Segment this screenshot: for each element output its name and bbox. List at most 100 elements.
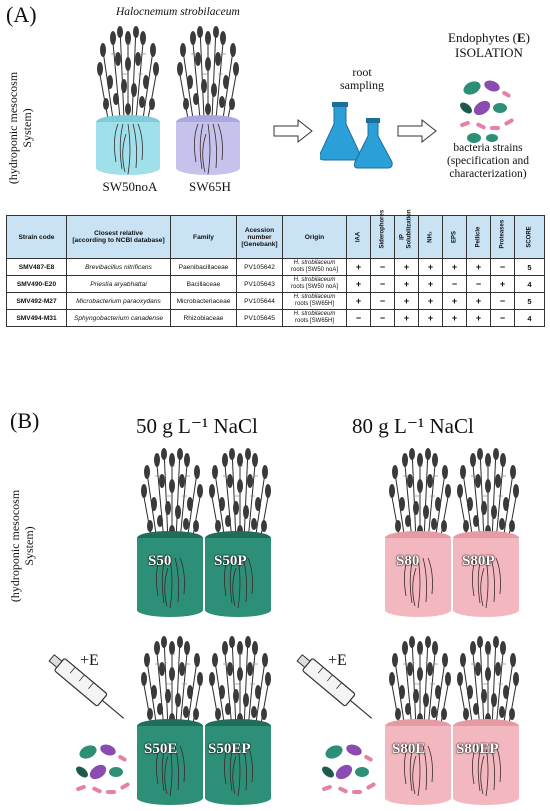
- cell-eps: +: [442, 292, 467, 310]
- panel-a-label: (A): [6, 2, 37, 27]
- cell-accession: PV105643: [236, 275, 283, 293]
- side-label-b-line1: (hydroponic mesocosm: [8, 489, 22, 603]
- cell-iaa: +: [346, 258, 371, 276]
- pot-s50: [137, 447, 204, 617]
- origin-1: H. strobilaceum: [293, 311, 336, 317]
- cell-score: 5: [514, 258, 545, 276]
- cell-ip: +: [394, 258, 419, 276]
- cell-ip: +: [394, 309, 419, 327]
- cell-pro: +: [490, 275, 515, 293]
- cell-pel: +: [466, 258, 491, 276]
- isolation-line1-end: ): [525, 30, 530, 45]
- cell-ip: +: [394, 275, 419, 293]
- cell-sid: −: [370, 309, 395, 327]
- bacteria-line2: (specification and: [446, 155, 530, 167]
- header-eps: EPS: [442, 215, 467, 259]
- panel-b-pots: [137, 447, 520, 805]
- syringe-icon: [48, 654, 125, 719]
- cell-eps: −: [442, 275, 467, 293]
- pot-s50ep: [205, 635, 272, 805]
- header-score-text: SCORE: [526, 226, 533, 248]
- cell-iaa: +: [346, 275, 371, 293]
- pot-label-s50ep: S50EP: [208, 741, 251, 757]
- cell-family: Bacillaceae: [170, 275, 237, 293]
- pot-s50e: [137, 635, 204, 805]
- panel-a-pots: [96, 25, 240, 175]
- pot-label-s80ep: S80EP: [456, 741, 499, 757]
- cell-family: Paenibacillaceae: [170, 258, 237, 276]
- pot-sw65h: [176, 25, 240, 175]
- bacteria-line1: bacteria strains: [453, 142, 523, 154]
- panel-a-side-label: (hydroponic mesocosm System): [6, 68, 34, 188]
- header-cr-1: Closest relative: [94, 230, 143, 237]
- plus-e-label-50: +E: [80, 652, 99, 669]
- conc-50-label: 50 g L⁻¹ NaCl: [136, 414, 258, 438]
- header-iaa-text: IAA: [355, 231, 362, 243]
- cell-relative: Brevibacillus nitrificans: [66, 258, 171, 276]
- cell-accession: PV105642: [236, 258, 283, 276]
- header-siderophores: Siderophores: [370, 209, 395, 259]
- cell-pel: −: [466, 275, 491, 293]
- cell-score: 4: [514, 309, 545, 327]
- cell-family: Rhizobiaceae: [170, 309, 237, 327]
- cell-iaa: +: [346, 292, 371, 310]
- pot-label-s80e: S80E: [392, 741, 426, 757]
- origin-2: roots [SW50 noA]: [290, 267, 339, 273]
- cell-nh3: +: [418, 309, 443, 327]
- pot-label-s80p: S80P: [462, 553, 495, 569]
- bacteria-line3: characterization): [449, 168, 527, 180]
- header-pellicle: Pellicle: [466, 215, 491, 259]
- root-sampling-label: root sampling: [330, 66, 394, 92]
- pot-label-s50p: S50P: [214, 553, 247, 569]
- cell-code: SMV494-M31: [6, 309, 67, 327]
- table-row: SMV487-E8 Brevibacillus nitrificans Paen…: [6, 258, 545, 276]
- cell-pel: +: [466, 309, 491, 327]
- origin-2: roots [SW65H]: [294, 301, 334, 307]
- bacteria-cluster-icon: [320, 742, 377, 794]
- origin-1: H. strobilaceum: [293, 277, 336, 283]
- cell-sid: −: [370, 292, 395, 310]
- cell-ip: +: [394, 292, 419, 310]
- syringe-icon: [296, 654, 373, 719]
- header-acc-1: Acession: [244, 226, 275, 234]
- header-sid-text: Siderophores: [379, 209, 386, 249]
- header-cr-2: [according to NCBI database]: [72, 237, 165, 244]
- header-ip-1: IP: [399, 234, 406, 240]
- arrow-right-icon: [397, 118, 437, 144]
- isolation-title: Endophytes (E) ISOLATION: [430, 30, 548, 60]
- cell-nh3: +: [418, 258, 443, 276]
- isolation-line1-text: Endophytes (: [448, 30, 517, 45]
- cell-pel: +: [466, 292, 491, 310]
- pot-s50p: [205, 447, 272, 617]
- header-pro-text: Proteases: [499, 219, 506, 249]
- cell-accession: PV105645: [236, 309, 283, 327]
- cell-relative: Microbacterium paraoxydans: [66, 292, 171, 310]
- header-acc-3: [Genebank]: [241, 240, 278, 248]
- isolation-line1: Endophytes (E): [430, 30, 548, 45]
- cell-code: SMV490-E20: [6, 275, 67, 293]
- conc-80-label: 80 g L⁻¹ NaCl: [352, 414, 474, 438]
- cell-score: 4: [514, 275, 545, 293]
- header-acc-2: number: [247, 233, 272, 241]
- table-header-row: Strain code Closest relative[according t…: [6, 209, 545, 259]
- origin-1: H. strobilaceum: [293, 294, 336, 300]
- table-row: SMV492-M27 Microbacterium paraoxydans Mi…: [6, 292, 545, 310]
- cell-sid: −: [370, 258, 395, 276]
- species-name: Halocnemum strobilaceum: [116, 6, 240, 18]
- pot-s80: [385, 447, 452, 617]
- header-nh3: NH₃: [418, 215, 443, 259]
- cell-pro: −: [490, 309, 515, 327]
- cell-pro: −: [490, 258, 515, 276]
- header-iaa: IAA: [346, 215, 371, 259]
- cell-eps: +: [442, 258, 467, 276]
- cell-relative: Priestia aryabhattai: [66, 275, 171, 293]
- side-label-line2: System): [20, 108, 34, 148]
- panel-b-label: (B): [10, 408, 40, 433]
- cell-code: SMV487-E8: [6, 258, 67, 276]
- cell-code: SMV492-M27: [6, 292, 67, 310]
- cell-sid: −: [370, 275, 395, 293]
- header-ip-2: Solubilization: [406, 209, 413, 249]
- header-pel-text: Pellicle: [475, 226, 482, 248]
